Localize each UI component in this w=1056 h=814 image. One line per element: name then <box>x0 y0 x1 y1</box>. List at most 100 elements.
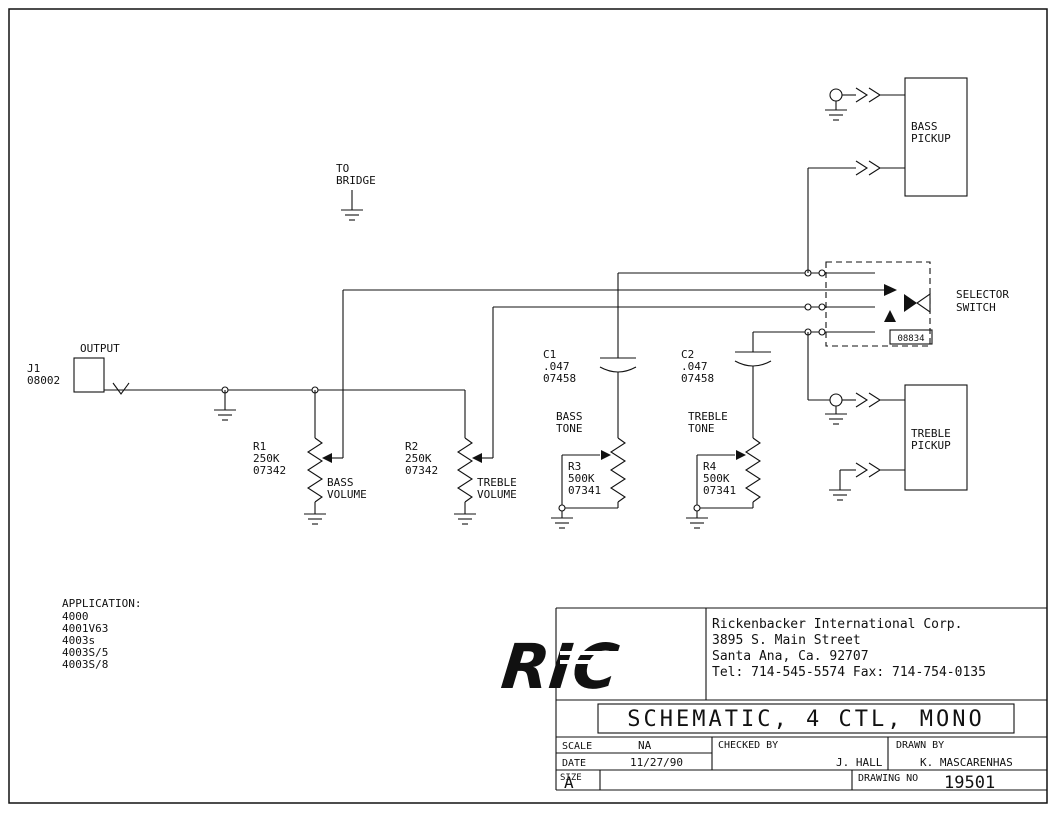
r1-name-1: BASS <box>327 476 354 489</box>
switch-label-1: SELECTOR <box>956 288 1009 301</box>
to-bridge-label-2: BRIDGE <box>336 174 376 187</box>
r4-name-1: TREBLE <box>688 410 728 423</box>
drawing-title: SCHEMATIC, 4 CTL, MONO <box>627 707 984 732</box>
switch-arrow-icon <box>884 284 897 296</box>
jack-part: 08002 <box>27 374 60 387</box>
r4-ref: R4 <box>703 460 717 473</box>
r1-ref: R1 <box>253 440 266 453</box>
selector-switch: 08834 SELECTOR SWITCH <box>825 261 1009 347</box>
size-label: SIZE <box>560 773 582 783</box>
application-list: APPLICATION: 4000 4001V63 4003s 4003S/5 … <box>62 597 141 671</box>
bass-tone-cap: C1 .047 07458 <box>543 273 637 438</box>
resistor-zigzag <box>744 437 762 503</box>
r1-value: 250K <box>253 452 280 465</box>
ground-icon <box>453 513 477 525</box>
checked-by-label: CHECKED BY <box>718 740 778 751</box>
r4-name-2: TONE <box>688 422 715 435</box>
jack-ref: J1 <box>27 362 40 375</box>
r2-name-2: VOLUME <box>477 488 517 501</box>
jack-symbol <box>73 357 105 393</box>
to-bridge-label-1: TO <box>336 162 349 175</box>
wiper-arrow-icon <box>736 450 746 460</box>
company-address-1: 3895 S. Main Street <box>712 633 861 648</box>
ground-icon <box>303 513 327 525</box>
r4-part: 07341 <box>703 484 736 497</box>
treble-tone-cap: C2 .047 07458 <box>681 332 772 438</box>
resistor-zigzag <box>609 437 627 503</box>
r2-ref: R2 <box>405 440 418 453</box>
r3-ref: R3 <box>568 460 581 473</box>
output-jack: OUTPUT J1 08002 <box>27 342 466 438</box>
date-label: DATE <box>562 758 586 769</box>
drawing-no-value: 19501 <box>944 773 995 793</box>
output-label: OUTPUT <box>80 342 120 355</box>
c2-part: 07458 <box>681 372 714 385</box>
switch-lever-right <box>916 292 931 314</box>
company-address-2: Santa Ana, Ca. 92707 <box>712 649 869 664</box>
bass-pickup-box <box>904 77 968 197</box>
checked-by-value: J. HALL <box>836 756 883 769</box>
treble-pickup-label-2: PICKUP <box>911 439 951 452</box>
r3-part: 07341 <box>568 484 601 497</box>
bass-tone-pot: BASS TONE R3 500K 07341 <box>550 410 627 529</box>
wiper-arrow-icon <box>322 453 332 463</box>
r2-value: 250K <box>405 452 432 465</box>
r2-name-1: TREBLE <box>477 476 517 489</box>
switch-part-box <box>889 329 933 345</box>
shield-terminal-icon <box>829 88 843 102</box>
resistor-zigzag <box>456 437 474 503</box>
switch-arrow-up-icon <box>884 310 896 322</box>
r2-part: 07342 <box>405 464 438 477</box>
application-heading: APPLICATION: <box>62 597 141 610</box>
c1-ref: C1 <box>543 348 556 361</box>
ric-logo-text: RIC <box>498 630 622 703</box>
switch-terminal-dot <box>818 328 826 336</box>
connector-icon <box>855 87 881 103</box>
application-model: 4003S/5 <box>62 646 108 659</box>
connector-icon <box>855 160 881 176</box>
resistor-zigzag <box>306 437 324 503</box>
bass-pickup-label-1: BASS <box>911 120 938 133</box>
c2-ref: C2 <box>681 348 694 361</box>
switch-terminal-dot <box>804 303 812 311</box>
switch-bus-wires <box>343 269 884 336</box>
capacitor-curved-plate <box>599 366 637 373</box>
date-value: 11/27/90 <box>630 756 683 769</box>
ric-logo: RIC <box>498 630 704 703</box>
title-block: RIC Rickenbacker International Corp. 389… <box>498 607 1047 793</box>
capacitor-curved-plate <box>734 360 772 367</box>
c2-value: .047 <box>681 360 708 373</box>
ground-icon <box>340 209 364 221</box>
ground-icon <box>824 413 848 425</box>
r3-name-2: TONE <box>556 422 583 435</box>
switch-terminal-dot <box>818 303 826 311</box>
switch-terminal-dot <box>818 269 826 277</box>
application-model: 4001V63 <box>62 622 108 635</box>
bass-pickup: BASS PICKUP <box>807 77 968 273</box>
ground-icon <box>550 517 574 529</box>
connector-icon <box>855 392 881 408</box>
junction-dot <box>558 504 566 512</box>
r1-name-2: VOLUME <box>327 488 367 501</box>
r1-part: 07342 <box>253 464 286 477</box>
drawn-by-value: K. MASCARENHAS <box>920 756 1013 769</box>
ground-icon <box>213 409 237 421</box>
drawn-by-label: DRAWN BY <box>896 740 944 751</box>
r3-value: 500K <box>568 472 595 485</box>
logo-stripe <box>560 651 704 655</box>
r3-name-1: BASS <box>556 410 583 423</box>
size-value: A <box>564 773 574 792</box>
switch-part: 08834 <box>897 334 924 344</box>
treble-tone-pot: TREBLE TONE R4 500K 07341 <box>685 410 762 529</box>
switch-label-2: SWITCH <box>956 301 996 314</box>
junction-dot <box>693 504 701 512</box>
c1-part: 07458 <box>543 372 576 385</box>
treble-pickup-label-1: TREBLE <box>911 427 951 440</box>
page-border <box>8 8 1048 804</box>
treble-volume-pot: R2 250K 07342 TREBLE VOLUME <box>405 307 517 525</box>
title-box <box>597 703 1015 734</box>
wiper-arrow-icon <box>601 450 611 460</box>
ground-icon <box>828 489 852 501</box>
scale-value: NA <box>638 739 652 752</box>
